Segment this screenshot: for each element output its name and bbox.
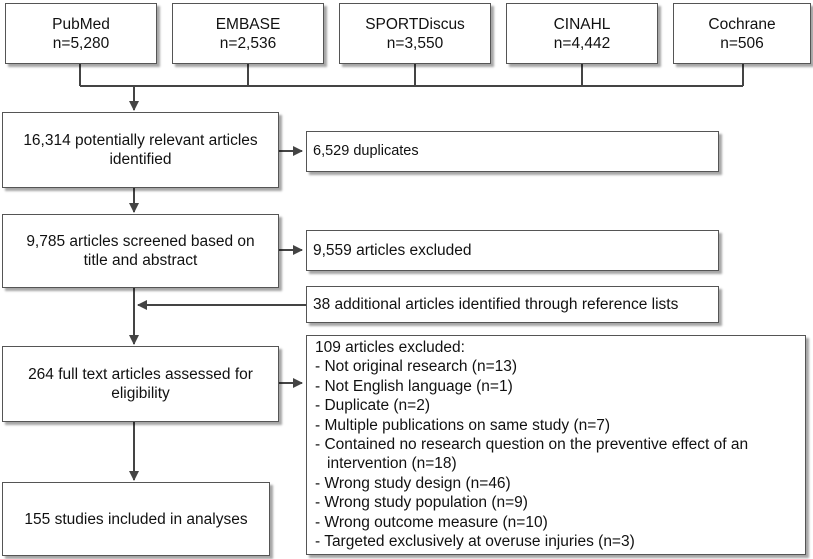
source-count: n=4,442 <box>553 34 611 52</box>
screened-line2: title and abstract <box>83 252 198 269</box>
screened-box: 9,785 articles screened based on title a… <box>2 214 279 288</box>
duplicates-box: 6,529 duplicates <box>306 131 719 172</box>
source-count: n=2,536 <box>219 34 277 52</box>
source-box-cochrane: Cochrane n=506 <box>673 3 811 64</box>
source-name: PubMed <box>52 15 110 33</box>
source-name: Cochrane <box>708 15 776 33</box>
exclusion-item: - Wrong study population (n=9) <box>315 494 528 512</box>
exclusion-item: - Contained no research question on the … <box>315 436 749 454</box>
source-box-sportdiscus: SPORTDiscus n=3,550 <box>339 3 491 64</box>
exclusion-item: - Duplicate (n=2) <box>315 397 431 415</box>
source-name: CINAHL <box>553 15 611 33</box>
duplicates-text: 6,529 duplicates <box>313 143 419 159</box>
source-box-cinahl: CINAHL n=4,442 <box>506 3 658 64</box>
source-count: n=506 <box>720 34 764 52</box>
identified-line2: identified <box>109 151 172 168</box>
included-box: 155 studies included in analyses <box>2 482 270 556</box>
fulltext-line1: 264 full text articles assessed for <box>28 366 253 383</box>
source-box-embase: EMBASE n=2,536 <box>172 3 324 64</box>
exclusion-item: - Not English language (n=1) <box>315 377 513 395</box>
fulltext-box: 264 full text articles assessed for elig… <box>2 346 279 422</box>
identified-box: 16,314 potentially relevant articles ide… <box>2 112 279 188</box>
source-box-pubmed: PubMed n=5,280 <box>5 3 157 64</box>
excluded-screen-box: 9,559 articles excluded <box>306 230 719 271</box>
source-count: n=5,280 <box>52 34 110 52</box>
additional-text: 38 additional articles identified throug… <box>313 296 679 313</box>
exclusion-item: - Wrong outcome measure (n=10) <box>315 513 548 531</box>
source-name: EMBASE <box>215 15 281 33</box>
screened-line1: 9,785 articles screened based on <box>26 233 255 250</box>
excluded-screen-text: 9,559 articles excluded <box>313 242 472 259</box>
exclusion-item: - Multiple publications on same study (n… <box>315 416 611 434</box>
exclusions-box: 109 articles excluded: - Not original re… <box>306 335 806 555</box>
identified-line1: 16,314 potentially relevant articles <box>23 132 258 149</box>
source-name: SPORTDiscus <box>365 15 465 33</box>
exclusions-header: 109 articles excluded: <box>315 339 465 356</box>
exclusion-item: - Targeted exclusively at overuse injuri… <box>315 533 635 551</box>
source-count: n=3,550 <box>386 34 444 52</box>
exclusion-item: - Not original research (n=13) <box>315 358 518 376</box>
included-text: 155 studies included in analyses <box>24 510 248 528</box>
fulltext-line2: eligibility <box>111 385 170 402</box>
exclusion-item: - Wrong study design (n=46) <box>315 474 511 492</box>
additional-box: 38 additional articles identified throug… <box>306 286 719 323</box>
exclusion-item-continuation: intervention (n=18) <box>327 455 457 473</box>
